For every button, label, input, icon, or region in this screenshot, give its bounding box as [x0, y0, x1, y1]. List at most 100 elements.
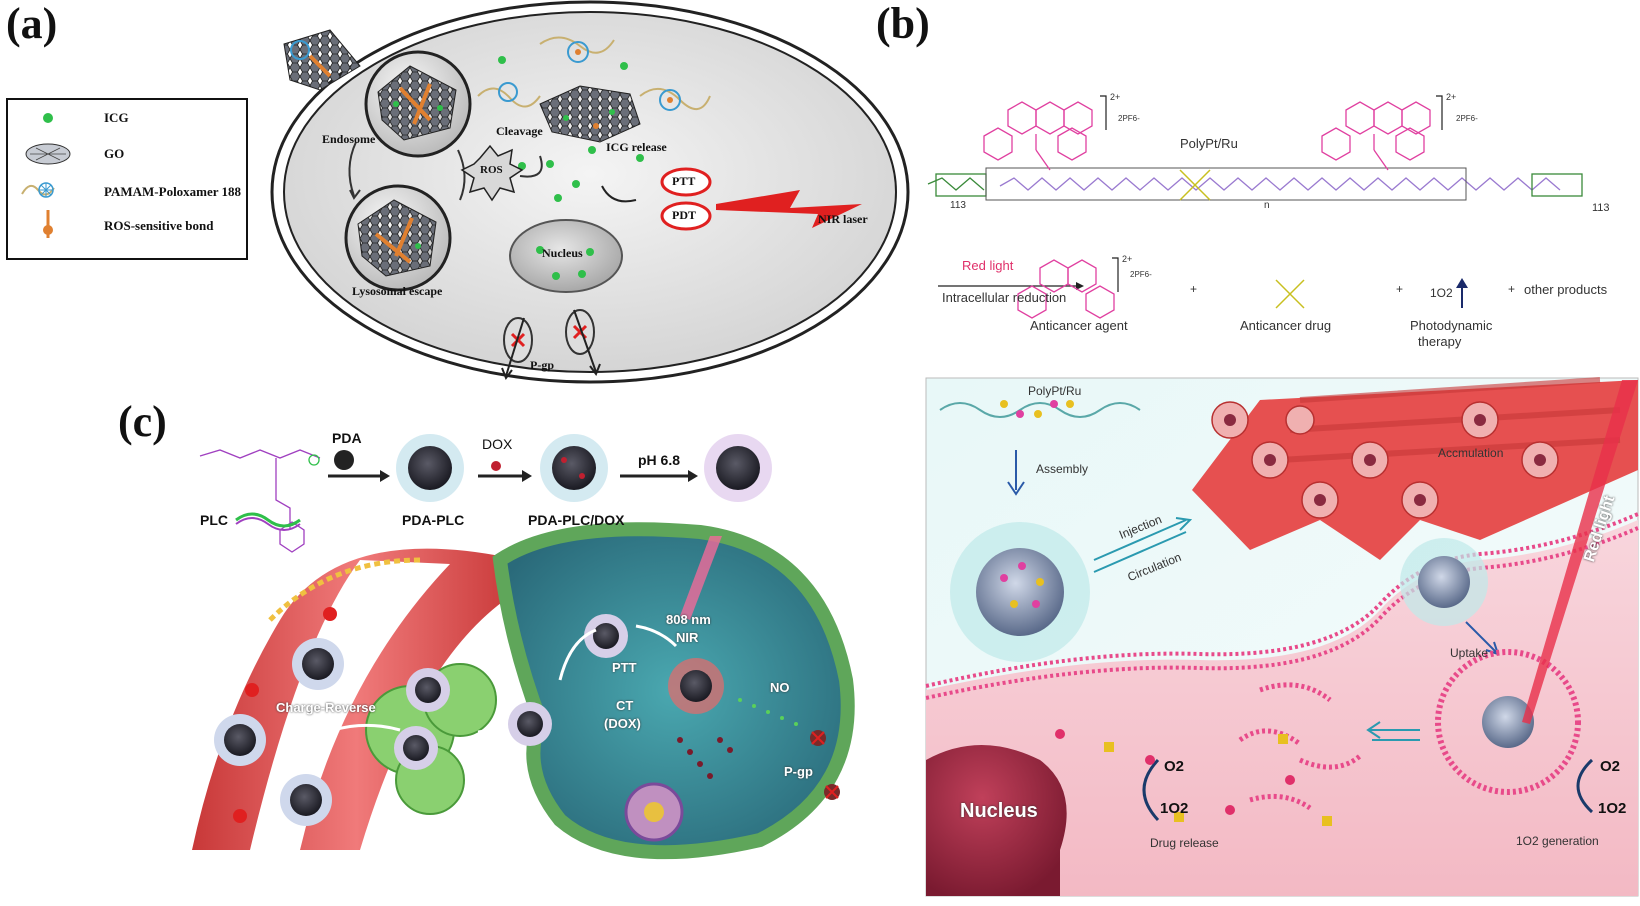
- nir-laser-bolt: [716, 190, 862, 228]
- label-anticancer-agent: Anticancer agent: [1030, 318, 1128, 333]
- blood-vessel-c: [192, 548, 520, 850]
- label-anticancer-drug: Anticancer drug: [1240, 318, 1332, 333]
- plc-structure: [199, 449, 321, 553]
- label-polypt-ru-scene: PolyPt/Ru: [1028, 384, 1082, 398]
- panel-c-letter: (c): [118, 397, 167, 446]
- label-counterion-left: 2PF6-: [1118, 114, 1140, 123]
- label-pgp-c: P-gp: [784, 764, 813, 779]
- label-pdt: PDT: [672, 208, 696, 222]
- nps-in-vessel: [214, 638, 344, 826]
- ruthenium-complex-left: [983, 101, 1093, 171]
- label-endosome: Endosome: [322, 132, 376, 146]
- label-intracellular-reduction: Intracellular reduction: [942, 290, 1067, 305]
- label-nucleus-a: Nucleus: [542, 246, 583, 260]
- label-cleavage: Cleavage: [496, 124, 543, 138]
- membrane-fragments: [1238, 682, 1362, 811]
- label-charge-reverse: Charge-Reverse: [276, 700, 376, 715]
- bond-icon: [43, 210, 53, 238]
- label-polymer-name: PolyPt/Ru: [1180, 136, 1238, 151]
- tumor-arrow-np: [558, 628, 597, 681]
- micelle-medium-b: [1400, 538, 1488, 626]
- label-singlet-o2-right: 1O2: [1598, 800, 1627, 817]
- o2-cycle-right: [1576, 758, 1594, 814]
- label-charge-product: 2+: [1122, 254, 1133, 264]
- label-nir-laser: NIR laser: [818, 212, 868, 226]
- label-plc: PLC: [200, 512, 228, 528]
- label-ct: CT: [616, 698, 634, 713]
- polymer-free-1: [539, 36, 615, 63]
- label-therapy: therapy: [1418, 334, 1462, 349]
- label-generation: 1O2 generation: [1516, 834, 1599, 848]
- label-counterion-product: 2PF6-: [1130, 270, 1152, 279]
- go-cluster-entering: [283, 29, 361, 91]
- label-pda-plc-dox: PDA-PLC/DOX: [528, 512, 625, 528]
- endosome-vesicle: [364, 50, 472, 158]
- label-nir-c: NIR: [676, 630, 699, 645]
- polymer-backbone: [927, 167, 1583, 201]
- legend-label-pamam: PAMAM-Poloxamer 188: [104, 184, 242, 199]
- label-counterion-right: 2PF6-: [1456, 114, 1478, 123]
- lysosome-vesicle: [344, 184, 452, 292]
- label-pda-plc: PDA-PLC: [402, 512, 465, 528]
- cell-membrane-outer: [270, 0, 910, 384]
- micelle-large-b: [950, 522, 1090, 662]
- label-pda: PDA: [332, 430, 362, 446]
- nps-in-tumor: [508, 614, 724, 746]
- icg-dots: [498, 56, 644, 202]
- legend-label-go: GO: [104, 146, 125, 161]
- polymer-free-2: [477, 82, 541, 108]
- nps-in-cluster: [394, 668, 450, 770]
- green-dot-icon: [43, 113, 53, 123]
- plus-1: +: [1190, 282, 1198, 296]
- label-singlet-o2-left: 1O2: [1160, 800, 1189, 817]
- label-assembly: Assembly: [1036, 462, 1089, 476]
- panel-b-letter: (b): [876, 0, 930, 48]
- label-red-light: Red light: [962, 258, 1014, 273]
- go-sheet-released: [539, 85, 641, 143]
- cell-membrane-b-outer: [925, 512, 1639, 688]
- ruthenium-complex-right: [1321, 101, 1431, 171]
- plc-wave: [235, 512, 301, 528]
- ros-burst-icon: [460, 144, 524, 202]
- red-light-beam: [1522, 380, 1638, 724]
- endosome-to-lysosome-arrow: [348, 141, 357, 197]
- assembly-arrow: [1007, 450, 1025, 496]
- label-ptt-c: PTT: [612, 660, 637, 675]
- lysosome-to-endosome-arrow: [457, 149, 466, 201]
- dox-dot: [491, 461, 501, 471]
- label-nucleus-b: Nucleus: [960, 800, 1038, 822]
- legend-label-icg: ICG: [104, 110, 129, 125]
- plus-2: +: [1396, 282, 1404, 296]
- label-ros: ROS: [480, 164, 503, 176]
- panel-a-letter: (a): [6, 0, 58, 48]
- to-tumor-arrow: [477, 726, 507, 734]
- pgp-pump-right: [565, 309, 601, 377]
- label-sub-right: 113: [1592, 202, 1610, 214]
- pda-sphere: [334, 450, 354, 470]
- injection-arrow: [1093, 517, 1193, 561]
- np-pda-plc-dox: [540, 434, 608, 502]
- label-sub-n: n: [1264, 200, 1270, 211]
- label-ptt: PTT: [672, 174, 696, 188]
- plus-3: +: [1508, 282, 1516, 296]
- label-photodynamic: Photodynamic: [1410, 318, 1493, 333]
- label-charge-right: 2+: [1446, 92, 1457, 102]
- np-charge-reversed: [704, 434, 772, 502]
- label-pgp-a: P-gp: [530, 358, 554, 372]
- polymer-icon: [21, 182, 55, 198]
- label-ct-dox: (DOX): [604, 716, 641, 731]
- legend-icons: [21, 113, 71, 238]
- polymer-strand-b: [939, 402, 1141, 418]
- nucleus: [509, 219, 623, 293]
- pgp-pumps-c: [810, 730, 840, 800]
- label-lysosomal-escape: Lysosomal escape: [352, 284, 443, 298]
- dox-path-dots: [677, 737, 733, 779]
- endosome-b: [1435, 649, 1581, 795]
- label-sub-left: 113: [950, 200, 966, 211]
- label-o2-left: O2: [1164, 758, 1185, 775]
- product-platinum-drug: [1275, 279, 1305, 309]
- label-accumulation: Accmulation: [1438, 446, 1504, 460]
